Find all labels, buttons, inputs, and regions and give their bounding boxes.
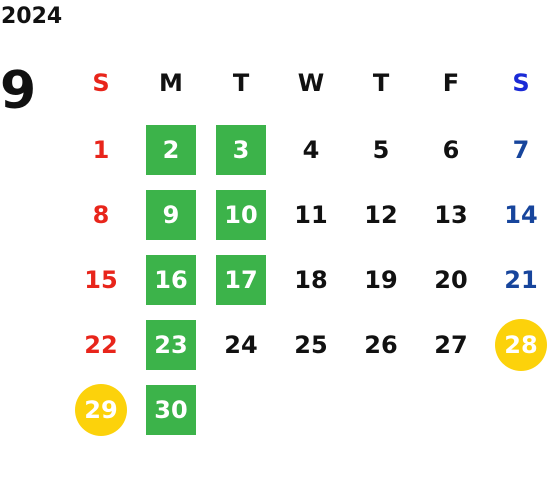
day-cell[interactable]: 15 (66, 255, 136, 305)
day-cell[interactable]: 9 (136, 190, 206, 240)
weekday-saturday: S (512, 69, 530, 97)
day-cell[interactable]: 11 (276, 190, 346, 240)
day-number: 5 (372, 136, 390, 164)
highlight-box (216, 190, 266, 240)
day-cell[interactable]: 2 (136, 125, 206, 175)
day-number: 3 (232, 136, 250, 164)
day-number: 12 (364, 201, 398, 229)
day-cell[interactable]: 12 (346, 190, 416, 240)
day-number: 16 (154, 266, 188, 294)
week-row: 22 23 24 25 26 27 28 (66, 319, 548, 371)
highlight-circle (495, 319, 547, 371)
day-number: 15 (84, 266, 118, 294)
day-number: 18 (294, 266, 328, 294)
day-cell[interactable]: 28 (486, 319, 548, 371)
highlight-box (146, 190, 196, 240)
weekday-tuesday: T (232, 69, 250, 97)
highlight-box (146, 125, 196, 175)
day-number: 30 (154, 396, 188, 424)
day-cell[interactable]: 24 (206, 320, 276, 370)
highlight-box (146, 255, 196, 305)
day-cell[interactable]: 10 (206, 190, 276, 240)
day-cell[interactable]: 23 (136, 320, 206, 370)
day-cell[interactable]: 7 (486, 125, 548, 175)
day-number: 14 (504, 201, 538, 229)
day-number: 19 (364, 266, 398, 294)
weekday-friday: F (442, 69, 460, 97)
day-number: 21 (504, 266, 538, 294)
day-number: 20 (434, 266, 468, 294)
day-number: 4 (302, 136, 320, 164)
day-cell[interactable]: 29 (66, 384, 136, 436)
day-number: 27 (434, 331, 468, 359)
day-number: 7 (512, 136, 530, 164)
day-cell[interactable]: 25 (276, 320, 346, 370)
day-number: 24 (224, 331, 258, 359)
weekday-monday: M (159, 69, 183, 97)
day-cell[interactable]: 19 (346, 255, 416, 305)
day-cell[interactable]: 21 (486, 255, 548, 305)
week-row: 8 9 10 11 12 13 14 (66, 190, 548, 240)
day-number: 13 (434, 201, 468, 229)
calendar-year: 2024 (1, 4, 63, 29)
day-number: 25 (294, 331, 328, 359)
week-row: 15 16 17 18 19 20 21 (66, 255, 548, 305)
day-number: 1 (92, 136, 110, 164)
day-number: 9 (162, 201, 180, 229)
day-cell[interactable]: 22 (66, 320, 136, 370)
day-cell[interactable]: 8 (66, 190, 136, 240)
day-cell[interactable]: 4 (276, 125, 346, 175)
day-cell[interactable]: 1 (66, 125, 136, 175)
week-row: 29 30 (66, 384, 548, 436)
highlight-box (146, 385, 196, 435)
highlight-box (216, 255, 266, 305)
day-number: 11 (294, 201, 328, 229)
day-cell[interactable]: 13 (416, 190, 486, 240)
day-number: 23 (154, 331, 188, 359)
day-cell[interactable]: 26 (346, 320, 416, 370)
day-number: 10 (224, 201, 258, 229)
day-cell[interactable]: 20 (416, 255, 486, 305)
day-number: 29 (84, 396, 118, 424)
weekday-wednesday: W (297, 69, 325, 97)
calendar-month: 9 (0, 61, 37, 121)
day-cell[interactable]: 27 (416, 320, 486, 370)
highlight-box (146, 320, 196, 370)
day-cell[interactable]: 5 (346, 125, 416, 175)
day-cell[interactable]: 14 (486, 190, 548, 240)
day-number: 28 (504, 331, 538, 359)
day-number: 8 (92, 201, 110, 229)
day-cell[interactable]: 6 (416, 125, 486, 175)
day-cell[interactable]: 30 (136, 385, 206, 435)
day-number: 6 (442, 136, 460, 164)
day-number: 17 (224, 266, 258, 294)
highlight-box (216, 125, 266, 175)
weekday-thursday: T (372, 69, 390, 97)
day-cell[interactable]: 17 (206, 255, 276, 305)
highlight-circle (75, 384, 127, 436)
weekday-sunday: S (92, 69, 110, 97)
day-cell[interactable]: 18 (276, 255, 346, 305)
week-row: 1 2 3 4 5 6 7 (66, 125, 548, 175)
weekday-header-row: S M T W T F S (66, 58, 548, 108)
day-cell[interactable]: 16 (136, 255, 206, 305)
day-number: 26 (364, 331, 398, 359)
day-number: 2 (162, 136, 180, 164)
day-number: 22 (84, 331, 118, 359)
day-cell[interactable]: 3 (206, 125, 276, 175)
